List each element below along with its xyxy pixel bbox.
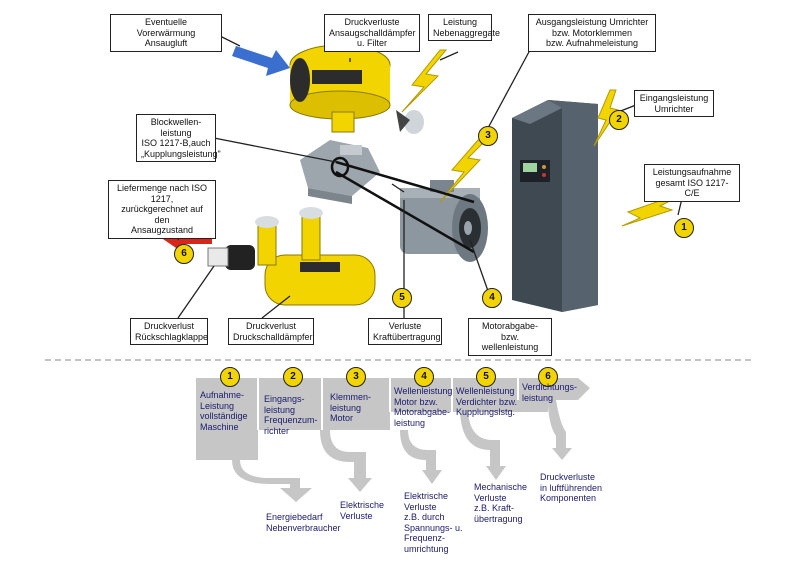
flow-step-6-badge: 6 xyxy=(538,367,558,387)
callout-verluste-kraftuebertragung: Verluste Kraftübertragung xyxy=(368,318,442,345)
loss-label-elektrisch-2: Elektrische Verluste z.B. durch Spannung… xyxy=(404,491,463,554)
loss-label-elektrisch-1: Elektrische Verluste xyxy=(340,500,385,521)
lightning-bolt-gesamt xyxy=(621,197,677,227)
flow-step-5-label: Wellenleistung Verdichter bzw. Kupplungs… xyxy=(456,386,518,417)
loss-label-nebenverbraucher: Energiebedarf Nebenverbraucher xyxy=(266,512,341,533)
flow-step-3-badge: 3 xyxy=(346,367,366,387)
flow-step-5-badge: 5 xyxy=(476,367,496,387)
badge-4: 4 xyxy=(482,288,502,308)
callout-ausgangsleistung: Ausgangsleistung Umrichter bzw. Motorkle… xyxy=(528,14,656,52)
frequency-converter-cabinet xyxy=(512,100,598,312)
callout-vorwaermung: Eventuelle Vorerwärmung Ansaugluft xyxy=(110,14,222,52)
flow-step-1-label: Aufnahme- Leistung vollständige Maschine xyxy=(200,390,248,432)
callout-druckschalldaempfer: Druckverlust Druckschalldämpfer xyxy=(228,318,314,345)
callout-druckverluste-ansaug: Druckverluste Ansaugschalldämpfer u. Fil… xyxy=(324,14,420,52)
intake-silencer xyxy=(289,44,391,133)
pressure-silencer xyxy=(207,207,376,306)
callout-motorabgabeleistung: Motorabgabe- bzw. wellenleistung xyxy=(468,318,552,356)
badge-5: 5 xyxy=(392,288,412,308)
flow-step-4-badge: 4 xyxy=(414,367,434,387)
power-flow-band xyxy=(196,378,590,502)
callout-liefermenge: Liefermenge nach ISO 1217, zurückgerechn… xyxy=(108,180,216,239)
badge-2: 2 xyxy=(609,110,629,130)
badge-1: 1 xyxy=(674,218,694,238)
callout-leistungsaufnahme: Leistungsaufnahme gesamt ISO 1217-C/E xyxy=(644,164,740,202)
flow-step-6-label: Verdichtungs- leistung xyxy=(522,382,578,403)
flow-step-3-label: Klemmen- leistung Motor xyxy=(330,392,372,423)
callout-leistung-nebenaggregate: Leistung Nebenaggregate xyxy=(428,14,500,41)
compressor-block xyxy=(300,140,380,204)
intake-air-arrow xyxy=(232,46,290,76)
callout-blockwellenleistung: Blockwellen-leistung ISO 1217-B,auch „Ku… xyxy=(136,114,221,162)
auxiliary-fan xyxy=(396,110,424,134)
callout-eingangsleistung: Eingangsleistung Umrichter xyxy=(634,90,714,117)
flow-step-4-label: Wellenleistung Motor bzw. Motorabgabe- l… xyxy=(394,386,453,428)
lightning-bolt-eingang xyxy=(593,89,619,147)
loss-label-druckverluste: Druckverluste in luftführenden Komponent… xyxy=(540,472,603,503)
flow-step-2-label: Eingangs- leistung Frequenzum- richter xyxy=(264,394,318,436)
loss-label-mechanisch: Mechanische Verluste z.B. Kraft- übertra… xyxy=(474,482,528,524)
badge-3: 3 xyxy=(478,126,498,146)
lightning-bolt-nebenaggregate xyxy=(401,49,448,113)
badge-6: 6 xyxy=(174,244,194,264)
flow-step-1-badge: 1 xyxy=(220,367,240,387)
flow-step-2-badge: 2 xyxy=(283,367,303,387)
coupling-belt xyxy=(330,156,475,254)
callout-rueckschlagklappe: Druckverlust Rückschlagklappe xyxy=(130,318,208,345)
